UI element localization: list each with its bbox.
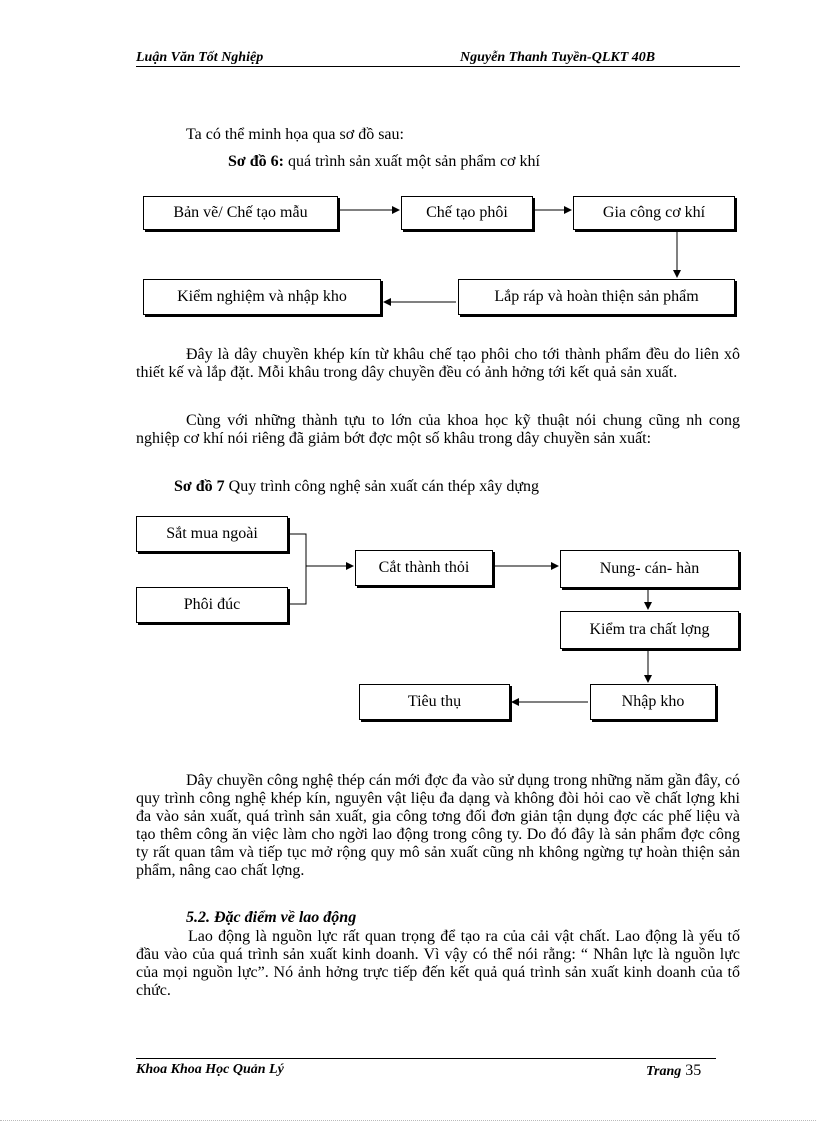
header-rule [136,66,740,67]
footer-page-number: 35 [685,1062,702,1079]
d7-line-sat-to-join [288,533,307,605]
d7-box-kiem-tra: Kiểm tra chất lợng [560,611,739,649]
paragraph-3-text: Dây chuyền công nghệ thép cán mới đợc đa… [136,772,740,879]
d6-box-kiem-nghiem: Kiểm nghiệm và nhập kho [143,279,381,315]
d7-box-cat-thanh-thoi: Cắt thành thỏi [355,550,493,586]
diagram6-caption: Sơ đồ 6: quá trình sản xuất một sản phẩm… [228,153,540,171]
d7-box-nhap-kho: Nhập kho [590,684,716,720]
d6-box-gia-cong: Gia công cơ khí [573,196,735,230]
paragraph-1: Đây là dây chuyền khép kín từ khâu chế t… [136,346,740,382]
d7-box-tieu-thu: Tiêu thụ [359,684,510,720]
page-bottom-border [0,1120,816,1121]
diagram7-caption-bold: Sơ đồ 7 [174,478,225,495]
paragraph-3: Dây chuyền công nghệ thép cán mới đợc đa… [136,772,740,880]
header-left: Luận Văn Tốt Nghiệp [136,50,264,65]
footer-page-label: Trang [646,1064,682,1079]
intro-text: Ta có thể minh họa qua sơ đồ sau: [186,126,404,143]
section-heading: 5.2. Đặc điểm về lao động [186,909,357,926]
d7-box-nung-can-han: Nung- cán- hàn [560,550,739,588]
diagram7-caption-rest: Quy trình công nghệ sản xuất cán thép xâ… [224,478,540,495]
footer-left: Khoa Khoa Học Quản Lý [136,1062,284,1077]
paragraph-4: Lao động là nguồn lực rất quan trọng để … [136,928,740,1000]
paragraph-1-text: Đây là dây chuyền khép kín từ khâu chế t… [136,346,740,381]
diagram6-caption-bold: Sơ đồ 6: [228,153,284,170]
diagram7-caption: Sơ đồ 7 Quy trình công nghệ sản xuất cán… [174,478,539,496]
d7-box-phoi-duc: Phôi đúc [136,587,288,623]
diagram6-caption-rest: quá trình sản xuất một sản phẩm cơ khí [283,153,540,170]
paragraph-4-text: Lao động là nguồn lực rất quan trọng để … [136,928,740,999]
footer-rule [136,1058,716,1059]
d7-box-sat-mua-ngoai: Sắt mua ngoài [136,516,288,552]
d6-box-che-tao-phoi: Chế tạo phôi [401,196,533,230]
d6-box-lap-rap: Lắp ráp và hoàn thiện sản phẩm [458,279,735,315]
d6-box-ban-ve: Bản vẽ/ Chế tạo mẫu [143,196,338,230]
header-right: Nguyễn Thanh Tuyền-QLKT 40B [460,50,656,65]
footer-right: Trang 35 [646,1062,701,1080]
paragraph-2-text: Cùng với những thành tựu to lớn của khoa… [136,412,740,447]
paragraph-2: Cùng với những thành tựu to lớn của khoa… [136,412,740,448]
